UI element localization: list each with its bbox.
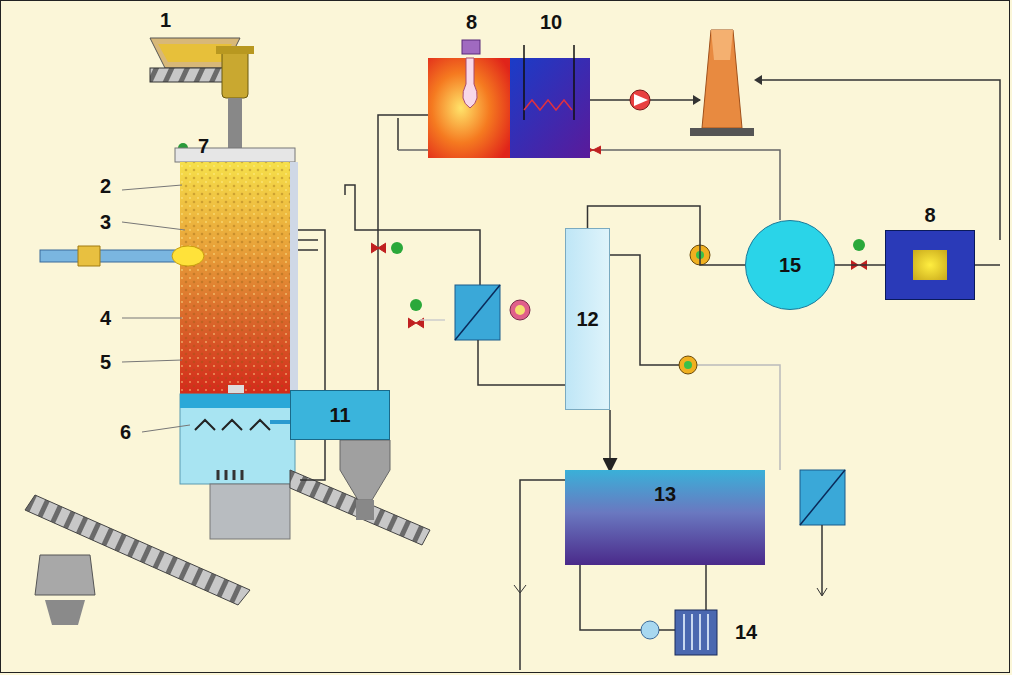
treatment-box: 8 (885, 230, 975, 300)
callout-number: 3 (100, 212, 111, 232)
pipe-connector (835, 264, 885, 266)
callout-number: 1 (160, 10, 171, 30)
callout-number: 8 (924, 205, 935, 225)
callout-number: 2 (100, 176, 111, 196)
column: 12 (565, 228, 610, 410)
core-square (913, 250, 947, 280)
callout-number: 11 (329, 405, 350, 425)
pipe-connector (588, 206, 746, 265)
callout-number: 5 (100, 352, 111, 372)
callout-number: 10 (540, 12, 562, 32)
callout-number: 14 (735, 622, 757, 642)
callout-number: 6 (120, 422, 131, 442)
settling-tank: 13 (565, 470, 765, 565)
callout-number: 8 (466, 12, 477, 32)
callout-number: 4 (100, 308, 111, 328)
tank-circle: 15 (745, 220, 835, 310)
callout-number: 15 (779, 255, 801, 275)
callout-number: 12 (576, 309, 598, 329)
callout-number: 7 (198, 136, 209, 156)
pipe-connector (609, 410, 611, 470)
callout-number: 13 (654, 484, 676, 504)
scrubber-box: 11 (290, 390, 390, 440)
